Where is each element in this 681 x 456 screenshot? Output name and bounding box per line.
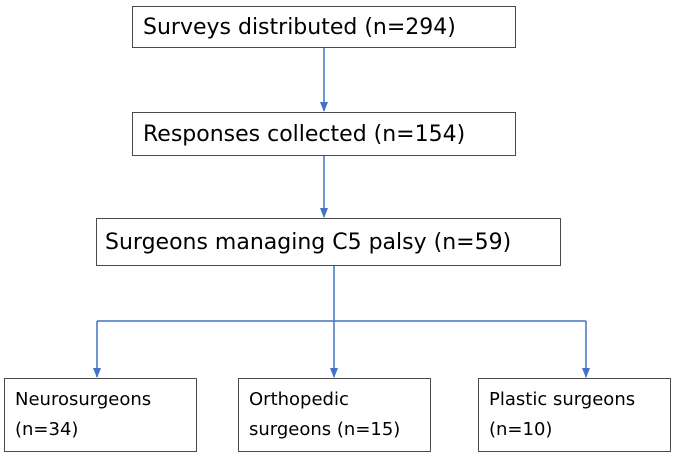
orthopedic-surgeons-box: Orthopedic surgeons (n=15) [238, 378, 431, 452]
orthopedic-surgeons-text: Orthopedic surgeons (n=15) [249, 385, 400, 445]
responses-collected-box: Responses collected (n=154) [132, 112, 516, 156]
neurosurgeons-text: Neurosurgeons (n=34) [15, 385, 151, 445]
orthopedic-surgeons-label: Orthopedic [249, 389, 349, 410]
plastic-surgeons-text: Plastic surgeons (n=10) [489, 385, 635, 445]
plastic-surgeons-label: Plastic surgeons [489, 389, 636, 410]
surveys-distributed-label: Surveys distributed (n=294) [143, 14, 456, 40]
neurosurgeons-count: (n=34) [15, 419, 79, 440]
surveys-distributed-box: Surveys distributed (n=294) [132, 6, 516, 48]
orthopedic-surgeons-count: surgeons (n=15) [249, 419, 401, 440]
neurosurgeons-box: Neurosurgeons (n=34) [4, 378, 197, 452]
plastic-surgeons-count: (n=10) [489, 419, 553, 440]
neurosurgeons-label: Neurosurgeons [15, 389, 152, 410]
surgeons-managing-box: Surgeons managing C5 palsy (n=59) [96, 218, 561, 266]
responses-collected-label: Responses collected (n=154) [143, 121, 466, 147]
surgeons-managing-label: Surgeons managing C5 palsy (n=59) [105, 229, 512, 255]
plastic-surgeons-box: Plastic surgeons (n=10) [478, 378, 671, 452]
